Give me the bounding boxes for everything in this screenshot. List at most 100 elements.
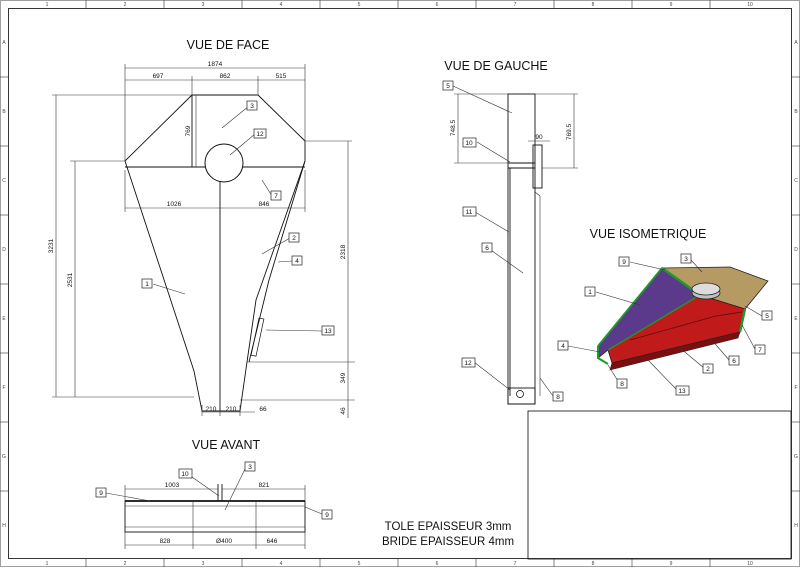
dim-3231: 3231 [48,238,55,253]
grid-col-label: 6 [436,2,439,8]
view-title-avant: VUE AVANT [192,438,261,452]
grid-row-label: A [2,40,6,46]
dim-1026: 1026 [167,201,182,208]
dim-2318: 2318 [340,244,347,259]
grid-row-label: E [794,316,798,322]
hood-outline [124,94,306,412]
grid-col-label: 6 [436,561,439,567]
grid-row-label: G [2,454,6,460]
front-view: VUE DE FACE [48,38,355,418]
part-tag: 4 [561,343,565,350]
dim-46: 46 [340,407,347,415]
note-tole-thickness: TOLE EPAISSEUR 3mm [385,521,512,533]
bottom-view: VUE AVANT 1003 821 828 Ø400 646 [95,438,333,549]
bottom-view-body [124,500,306,533]
dim-1874: 1874 [208,61,223,68]
grid-col-label: 2 [124,2,127,8]
dim-1003: 1003 [165,482,180,489]
dim-2531: 2531 [67,272,74,287]
grid-col-label: 3 [202,561,205,567]
view-title-gauche: VUE DE GAUCHE [444,59,548,73]
part-tag: 2 [292,235,296,242]
dim-66: 66 [259,406,267,413]
grid-row-label: D [2,247,6,253]
grid-col-label: 1 [46,2,49,8]
grid-col-label: 9 [670,561,673,567]
dim-769: 769 [185,125,192,136]
view-title-face: VUE DE FACE [187,38,270,52]
grid-col-label: 8 [592,2,595,8]
dim-828: 828 [160,538,171,545]
grid-row-label: C [2,178,6,184]
part-tag: 1 [588,289,592,296]
part-tag: 7 [758,347,762,354]
grid-col-label: 2 [124,561,127,567]
grid-row-label: A [794,40,798,46]
part-tag: 5 [446,83,450,90]
dim-210: 210 [226,406,237,413]
part-tag: 13 [324,328,332,335]
grid-row-label: E [2,316,6,322]
part-tag: 9 [325,512,329,519]
dim-349: 349 [340,372,347,383]
grid-row-label: H [2,523,6,529]
dim-646: 646 [267,538,278,545]
grid-row-label: G [794,454,798,460]
part-tag: 3 [684,256,688,263]
grid-col-label: 1 [46,561,49,567]
part-tag: 12 [256,131,264,138]
dim-846: 846 [259,201,270,208]
dim-862: 862 [220,73,231,80]
part-tag: 12 [464,360,472,367]
part-tag: 9 [99,490,103,497]
isometric-view: VUE ISOMETRIQUE [557,227,773,396]
dim-748-5: 748.5 [450,119,457,136]
grid-row-label: D [794,247,798,253]
grid-row-label: F [794,385,797,391]
dim-515: 515 [276,73,287,80]
dim-821: 821 [259,482,270,489]
grid-col-label: 3 [202,2,205,8]
grid-row-label: C [794,178,798,184]
grid-col-label: 4 [280,561,283,567]
part-tag: 9 [622,259,626,266]
grid-row-label: F [2,385,5,391]
grid-col-label: 5 [358,561,361,567]
grid-col-label: 9 [670,2,673,8]
flange-circle [204,143,244,183]
grid-row-label: B [2,109,6,115]
part-tag: 2 [706,366,710,373]
part-tag: 8 [556,394,560,401]
grid-col-label: 4 [280,2,283,8]
view-title-iso: VUE ISOMETRIQUE [590,227,707,241]
part-tag: 10 [181,471,189,478]
part-tag: 11 [466,209,473,216]
part-tag: 3 [248,464,252,471]
grid-col-label: 7 [514,2,517,8]
part-tag: 7 [274,193,278,200]
part-tag: 13 [678,388,686,395]
grid-col-label: 10 [747,2,753,8]
left-view: VUE DE GAUCHE 748.5 769.5 90 [442,59,578,405]
part-tag: 10 [465,140,473,147]
part-tag: 4 [295,258,299,265]
left-view-body [507,93,536,405]
part-tag: 3 [250,103,254,110]
part-tag: 8 [620,381,624,388]
grid-row-label: B [794,109,798,115]
dim-90: 90 [535,134,543,141]
grid-col-label: 8 [592,561,595,567]
note-flange-thickness: BRIDE EPAISSEUR 4mm [382,536,514,548]
title-block [527,410,792,560]
part-tag: 5 [765,313,769,320]
part-tag: 1 [145,281,149,288]
dim-769-5: 769.5 [566,123,573,140]
grid-col-label: 10 [747,561,753,567]
grid-col-label: 5 [358,2,361,8]
dim-210: 210 [206,406,217,413]
grid-col-label: 7 [514,561,517,567]
part-tag: 6 [485,245,489,252]
dim-697: 697 [153,73,164,80]
